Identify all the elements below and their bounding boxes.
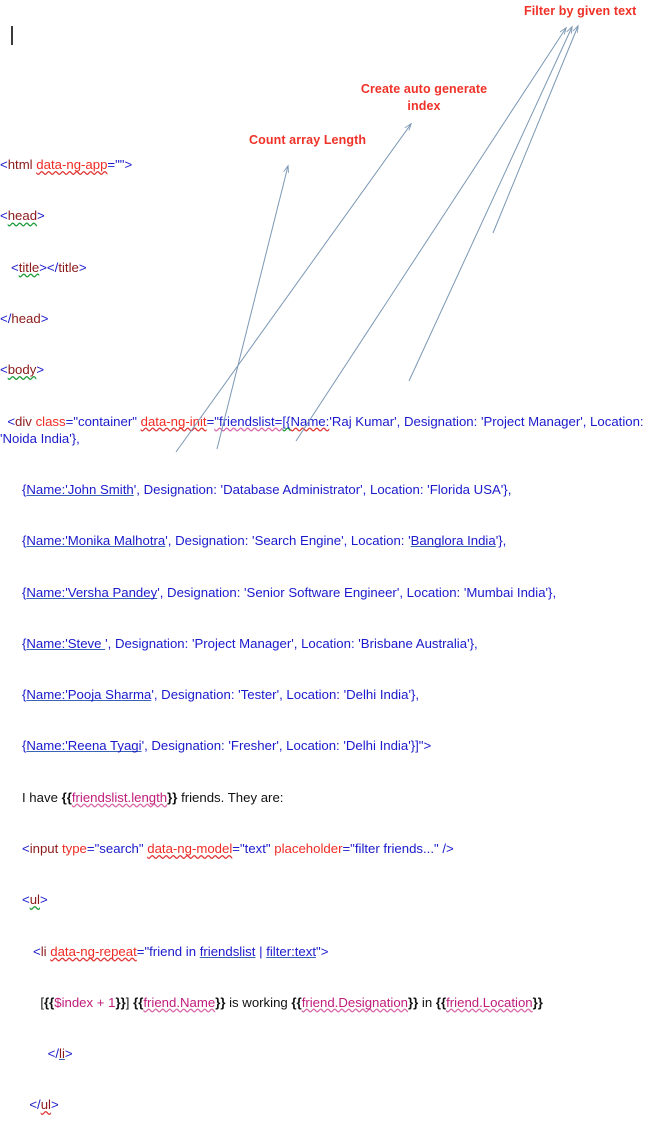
code-line: </head> — [0, 311, 49, 327]
code-editor-content[interactable]: <html data-ng-app=""> <head> <title></ti… — [0, 122, 650, 1130]
code-line-length-binding: I have {{friendslist.length}} friends. T… — [21, 789, 284, 805]
code-line-input: <input type="search" data-ng-model="text… — [21, 840, 454, 856]
code-line-li-body: [{{$index + 1}}] {{friend.Name}} is work… — [40, 994, 543, 1010]
text-caret — [11, 26, 13, 45]
code-line: <body> — [0, 362, 45, 378]
code-line: {Name:'Monika Malhotra', Designation: 'S… — [21, 533, 507, 549]
code-line: <html data-ng-app=""> — [0, 157, 133, 173]
code-line: <head> — [0, 208, 45, 224]
code-line: <title></title> — [11, 259, 87, 275]
code-line: </ul> — [29, 1097, 59, 1113]
code-line-ng-repeat: <li data-ng-repeat="friend in friendslis… — [32, 943, 329, 959]
code-line: {Name:'Reena Tyagi', Designation: 'Fresh… — [21, 738, 432, 754]
code-line: {Name:'Pooja Sharma', Designation: 'Test… — [21, 687, 420, 703]
code-line: </li> — [47, 1046, 73, 1062]
code-line: <ul> — [21, 892, 48, 908]
annotation-filter-by-given-text: Filter by given text — [524, 4, 637, 18]
annotation-create-auto-generate-index: Create auto generate index — [360, 82, 488, 113]
code-line: {Name:'John Smith', Designation: 'Databa… — [21, 481, 512, 497]
code-line: {Name:'Steve ', Designation: 'Project Ma… — [21, 635, 478, 651]
code-line: {Name:'Versha Pandey', Designation: 'Sen… — [21, 584, 557, 600]
code-line-ng-init: <div class="container" data-ng-init="fri… — [0, 413, 648, 446]
